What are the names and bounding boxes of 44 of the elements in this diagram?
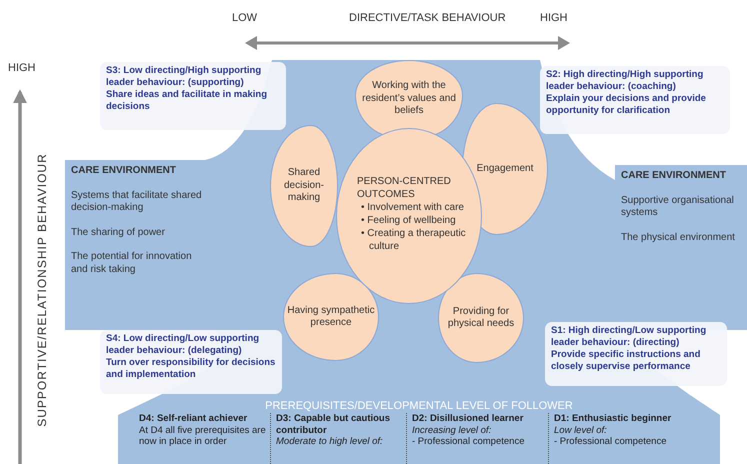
panel-item: The potential for innovation and risk taking <box>71 251 193 276</box>
petal-label: Providing for physical needs <box>446 306 516 330</box>
petal-label: Having sympathetic presence <box>287 304 375 330</box>
panel-heading: CARE ENVIRONMENT <box>621 170 728 182</box>
petal-label: Shared decision-making <box>282 167 326 205</box>
panel-item: The physical environment <box>621 232 736 244</box>
panel-item: Systems that facilitate shared decision-making <box>71 190 203 214</box>
style-instruction: Turn over responsibility for decisions and implementation <box>106 357 276 381</box>
axis-label: HIGH <box>540 12 568 24</box>
callout-bubble <box>540 66 730 134</box>
level-text: - Professional competence <box>554 436 668 448</box>
level-text: Moderate to high level of: <box>276 436 384 448</box>
level-text: Low level of: <box>554 424 608 436</box>
level-heading: D3: Capable but cautious contributor <box>276 413 392 436</box>
outcome-heading: PERSON-CENTRED OUTCOMES <box>357 175 452 201</box>
axis-label: HIGH <box>8 62 36 74</box>
petal-label: Engagement <box>476 162 534 176</box>
panel-item: The sharing of power <box>71 226 166 239</box>
style-instruction: Share ideas and facilitate in making decisions <box>106 89 268 113</box>
style-heading: S4: Low directing/Low supporting leader behaviour: (delegating) <box>106 333 260 357</box>
panel-heading: CARE ENVIRONMENT <box>71 165 178 178</box>
style-heading: S3: Low directing/High supporting leader behaviour: (supporting) <box>106 65 262 89</box>
level-text: At D4 all five prerequisites are now in place in order <box>139 424 267 448</box>
panel-item: Supportive organisational systems <box>621 194 735 220</box>
level-text: Increasing level of: <box>412 424 492 436</box>
level-text: - Professional competence <box>412 436 526 448</box>
outcome-item: • Creating a therapeutic culture <box>360 227 467 253</box>
style-heading: S2: High directing/High supporting leader behaviour: (coaching) <box>546 69 704 93</box>
level-heading: D2: Disillusioned learner <box>412 413 524 424</box>
style-instruction: Explain your decisions and provide opportunity for clarification <box>546 93 707 117</box>
level-heading: D4: Self-reliant achiever <box>139 413 248 424</box>
outcome-item: • Involvement with care <box>360 201 465 214</box>
axis-title: SUPPORTIVE/RELATIONSHIP BEHAVIOUR <box>35 153 49 427</box>
axis-label: LOW <box>232 12 258 24</box>
style-instruction: Provide specific instructions and closely supervise performance <box>551 349 702 373</box>
axis-label: DIRECTIVE/TASK BEHAVIOUR <box>349 12 506 24</box>
callout-bubble <box>100 330 282 394</box>
level-heading: D1: Enthusiastic beginner <box>554 413 672 424</box>
callout-bubble <box>100 62 286 130</box>
petal-label: Working with the resident’s values and beliefs <box>361 80 457 118</box>
style-heading: S1: High directing/Low supporting leader behaviour: (directing) <box>551 325 708 349</box>
band-heading: PREREQUISITES/DEVELOPMENTAL LEVEL OF FOLLOWER <box>264 400 574 412</box>
callout-bubble <box>545 322 727 386</box>
outcome-item: • Feeling of wellbeing <box>360 214 457 227</box>
